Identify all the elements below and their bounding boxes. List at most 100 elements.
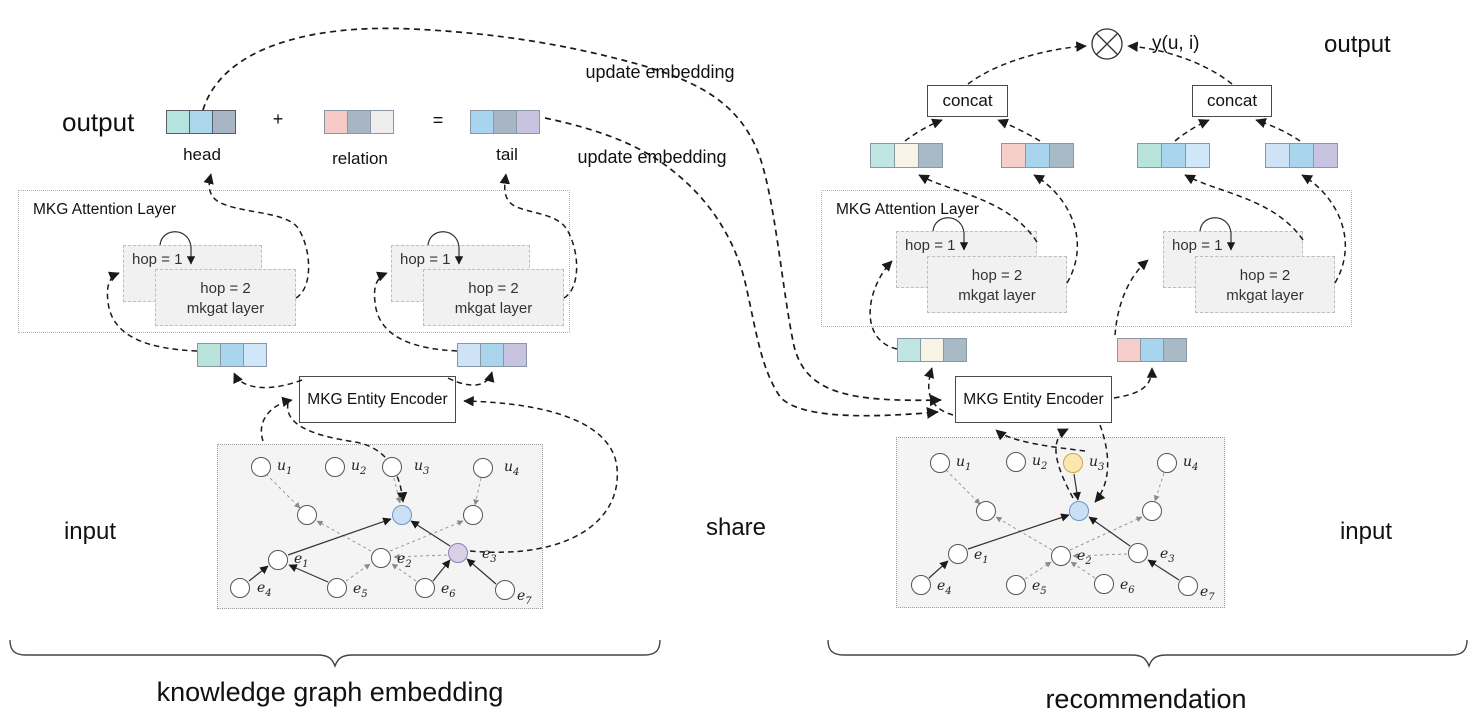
graph-node-label-e6: e6 [441, 581, 456, 600]
rec-hop-loop-b [1199, 217, 1236, 251]
rec-concat-to-score-left [967, 41, 1087, 85]
rec-flow-curves [869, 41, 1346, 503]
kge-head-vector-block [197, 343, 267, 367]
rec-hop-loop-a [932, 217, 969, 251]
rec-item-to-encoder-curve [1055, 428, 1074, 499]
rec-encoded-item-block [1117, 338, 1187, 362]
plus-operator: + [272, 109, 284, 129]
embedding-cell [243, 343, 267, 367]
embedding-cell [189, 110, 213, 134]
embedding-cell [457, 343, 481, 367]
rec-vector-to-hop1-curve-b [1114, 259, 1149, 336]
embedding-cell [1185, 143, 1210, 168]
graph-node-u2 [1006, 452, 1026, 472]
tail-update-embedding-curve [544, 117, 939, 419]
embedding-cell [212, 110, 236, 134]
graph-node-label-u2: u2 [1032, 453, 1048, 472]
embedding-cell [516, 110, 540, 134]
graph-node-label-e7: e7 [1200, 584, 1215, 603]
graph-node-u2 [325, 457, 345, 477]
kge-attention-to-tail-curve [499, 173, 578, 299]
rec-vector-to-hop1-curve-a [869, 260, 898, 350]
graph-node-label-e2: e2 [1077, 548, 1092, 567]
kge-tail-vector-block [457, 343, 527, 367]
graph-node-label-e5: e5 [1032, 578, 1047, 597]
graph-node-mid-left [976, 501, 996, 521]
kge-encoder-to-vector-a [233, 372, 303, 389]
rec-item-hop-vector-block [1001, 143, 1074, 168]
graph-node-u4 [473, 458, 493, 478]
embedding-cell [480, 343, 504, 367]
relation-embedding-block [324, 110, 394, 134]
graph-node-e4 [911, 575, 931, 595]
rec-item-hop2-vector-block [1265, 143, 1338, 168]
graph-node-mid-right [463, 505, 483, 525]
tail-embedding-block [470, 110, 540, 134]
rec-user-hop2-vector-block [1137, 143, 1210, 168]
rec-encoded-user-block [897, 338, 967, 362]
graph-node-label-u1: u1 [956, 454, 972, 473]
embedding-cell [918, 143, 943, 168]
graph-node-e7 [495, 580, 515, 600]
rec-attention-to-vector-r4 [1301, 174, 1346, 284]
kge-flow-curves [106, 173, 618, 553]
graph-node-u3 [382, 457, 402, 477]
graph-node-label-e3: e3 [482, 546, 497, 565]
score-function-label: y(u, i) [1152, 33, 1200, 54]
graph-node-e7 [1178, 576, 1198, 596]
rec-concat-box-left: concat [927, 85, 1008, 117]
graph-node-item-highlight [392, 505, 412, 525]
embedding-cell [1137, 143, 1162, 168]
relation-label: relation [332, 149, 388, 168]
rec-vector-to-concat-b1 [1174, 119, 1210, 142]
graph-node-e6 [415, 578, 435, 598]
graph-node-label-u3: u3 [1089, 454, 1105, 473]
rec-user-hop-vector-block [870, 143, 943, 168]
rec-vector-to-concat-a1 [904, 118, 943, 142]
graph-node-e6 [1094, 574, 1114, 594]
rec-graph-edges [928, 469, 1180, 581]
embedding-cell [1049, 143, 1074, 168]
embedding-cell [347, 110, 371, 134]
kge-encoder-to-vector-b [447, 371, 495, 386]
embedding-cell [943, 338, 967, 362]
hop-self-loop-arcs [159, 217, 1236, 265]
embedding-cell [894, 143, 919, 168]
embedding-cell [1117, 338, 1141, 362]
graph-node-label-e4: e4 [257, 580, 272, 599]
embedding-cell [1161, 143, 1186, 168]
embedding-cell [1025, 143, 1050, 168]
embedding-cell [503, 343, 527, 367]
rec-attention-to-vector-r3 [1184, 174, 1304, 241]
graph-node-e2 [1051, 546, 1071, 566]
graph-node-label-u2: u2 [351, 458, 367, 477]
graph-node-label-e4: e4 [937, 578, 952, 597]
update-embedding-label-top: update embedding [585, 62, 735, 82]
graph-node-label-e5: e5 [353, 581, 368, 600]
update-embedding-curves [202, 27, 942, 419]
graph-node-mid-left [297, 505, 317, 525]
kge-input-label: input [63, 518, 117, 545]
embedding-cell [1001, 143, 1026, 168]
kge-tail-entity-to-encoder-loop [463, 395, 618, 553]
graph-node-u1 [930, 453, 950, 473]
kge-attention-to-head-curve [203, 173, 310, 299]
graph-node-item-highlight [1069, 501, 1089, 521]
rec-attention-to-vector-r1 [918, 174, 1038, 243]
rec-output-label: output [1324, 31, 1391, 58]
embedding-cell [370, 110, 394, 134]
embedding-cell [1140, 338, 1164, 362]
section-braces [9, 639, 1468, 668]
rec-vector-to-concat-a2 [997, 118, 1041, 142]
graph-node-label-u1: u1 [277, 458, 293, 477]
multiply-operator-icon [1091, 28, 1123, 60]
kge-caption: knowledge graph embedding [156, 677, 504, 707]
kge-brace [9, 639, 661, 668]
kge-entity-encoder-box: MKG Entity Encoder [299, 376, 456, 423]
head-embedding-block [166, 110, 236, 134]
rec-input-label: input [1339, 518, 1393, 545]
graph-node-label-e6: e6 [1120, 577, 1135, 596]
